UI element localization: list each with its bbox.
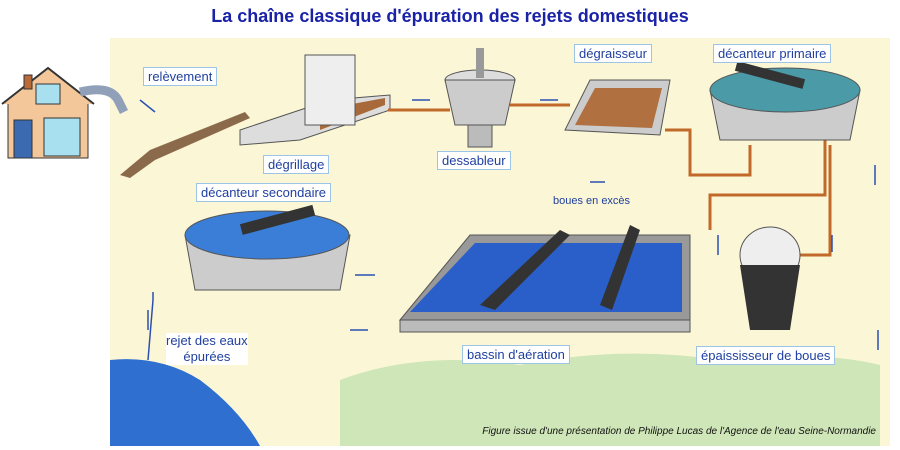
label-rejet-line2: épurées: [183, 349, 231, 364]
label-boues-en-exces: boues en excès: [553, 195, 631, 207]
outlet-pipe: [78, 85, 129, 115]
sludge-thickener: [739, 226, 801, 330]
label-degrillage: dégrillage: [263, 155, 330, 174]
grease-trap: [564, 79, 671, 136]
house-icon: [1, 66, 95, 159]
grit-chamber: [444, 48, 516, 148]
figure-caption: Figure issue d'une présentation de Phili…: [482, 426, 876, 437]
screening-basin: [239, 54, 391, 146]
pipes: [388, 103, 832, 257]
page-title: La chaîne classique d'épuration des reje…: [211, 6, 689, 26]
label-decanteur-secondaire: décanteur secondaire: [196, 183, 332, 202]
lift-ramp: [120, 112, 250, 178]
flow-arrows: [139, 99, 879, 361]
label-bassin-aeration: bassin d'aération: [462, 345, 570, 364]
river: [110, 359, 260, 446]
aeration-basin: [398, 225, 691, 333]
green-field: [340, 353, 880, 446]
label-relevement: relèvement: [143, 67, 218, 86]
label-degraisseur: dégraisseur: [574, 44, 652, 63]
label-dessableur: dessableur: [437, 151, 511, 170]
primary-clarifier: [709, 61, 861, 141]
label-epaississeur: épaississeur de boues: [696, 346, 836, 365]
label-rejet-line1: rejet des eaux: [166, 333, 248, 348]
secondary-clarifier: [184, 204, 351, 291]
label-rejet: rejet des eaux épurées: [166, 333, 248, 365]
label-decanteur-primaire: décanteur primaire: [713, 44, 832, 63]
